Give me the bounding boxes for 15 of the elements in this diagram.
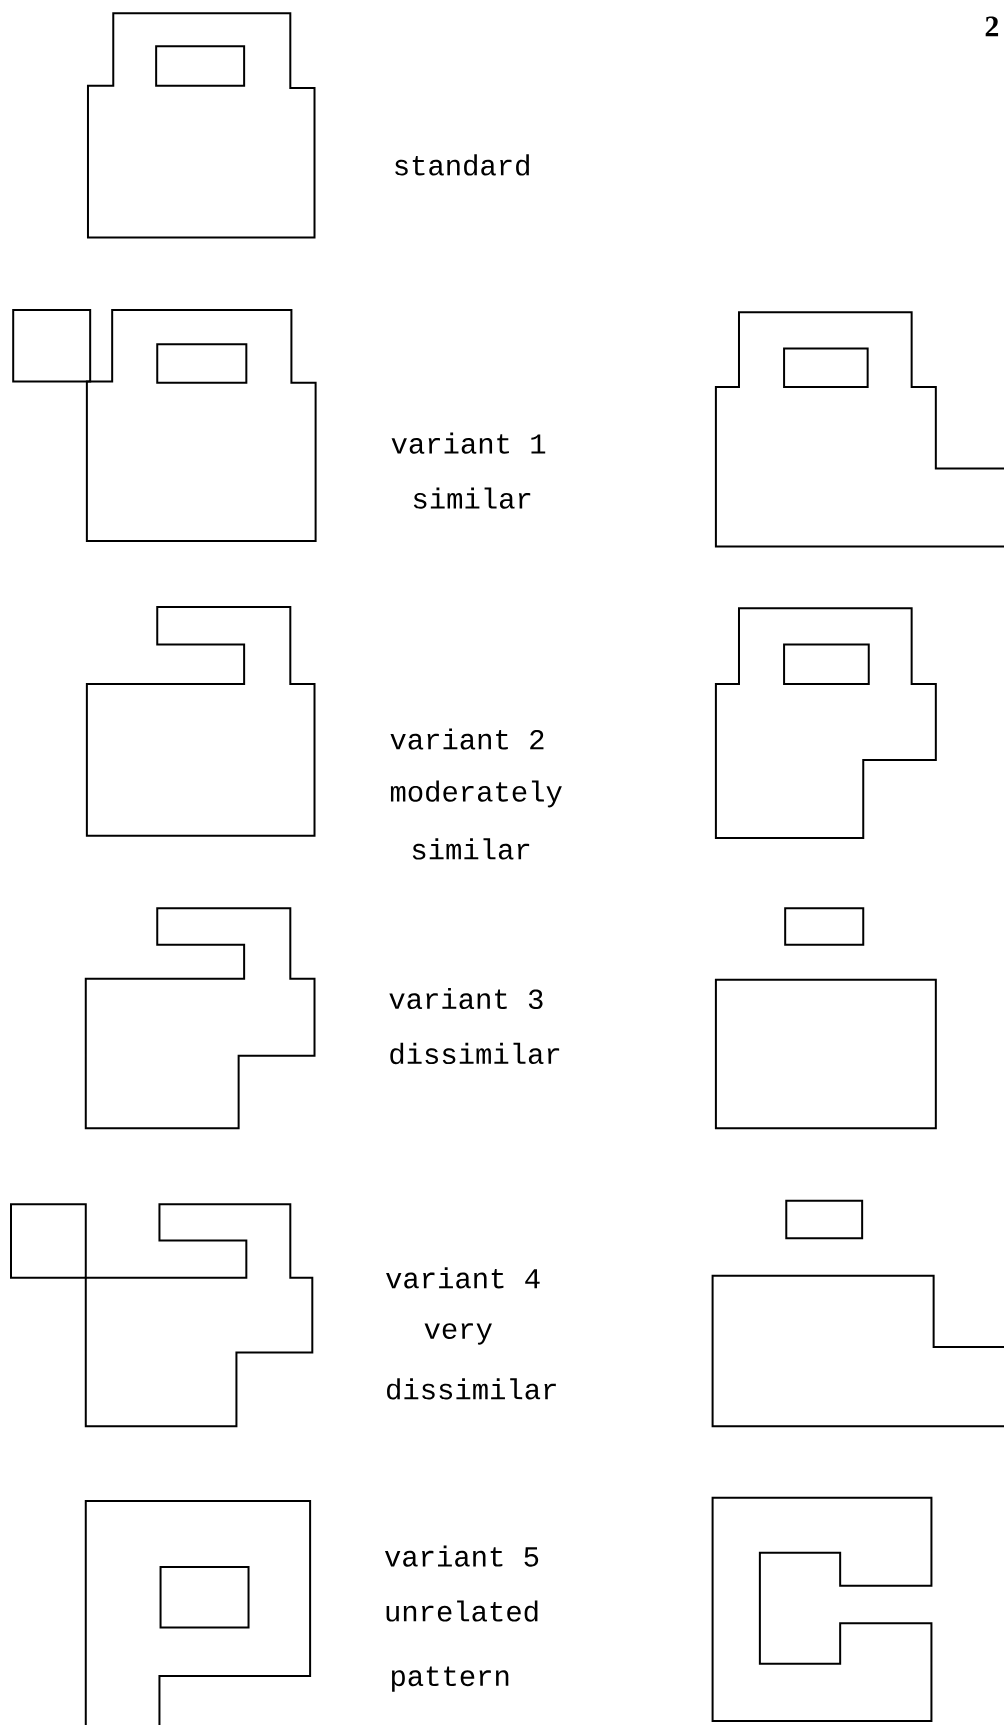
variant-label: unrelated	[386, 1600, 538, 1622]
variant-label: similar	[412, 838, 530, 860]
variant-label: dissimilar	[390, 1042, 560, 1065]
variant-label: standard	[395, 154, 529, 176]
variant-label: similar	[413, 487, 531, 509]
variant-label: pattern	[392, 1666, 509, 1692]
variant-label: variant 4	[386, 1267, 540, 1289]
variant-label: variant 3	[389, 987, 543, 1010]
variant-label: variant 2	[390, 728, 544, 750]
page-number: 2	[985, 16, 999, 37]
variant-label: dissimilar	[387, 1378, 556, 1400]
variant-label: variant 5	[384, 1545, 539, 1567]
variant-label: variant 1	[391, 432, 546, 454]
variant-label: very	[424, 1323, 492, 1345]
variant-label: moderately	[390, 780, 562, 808]
